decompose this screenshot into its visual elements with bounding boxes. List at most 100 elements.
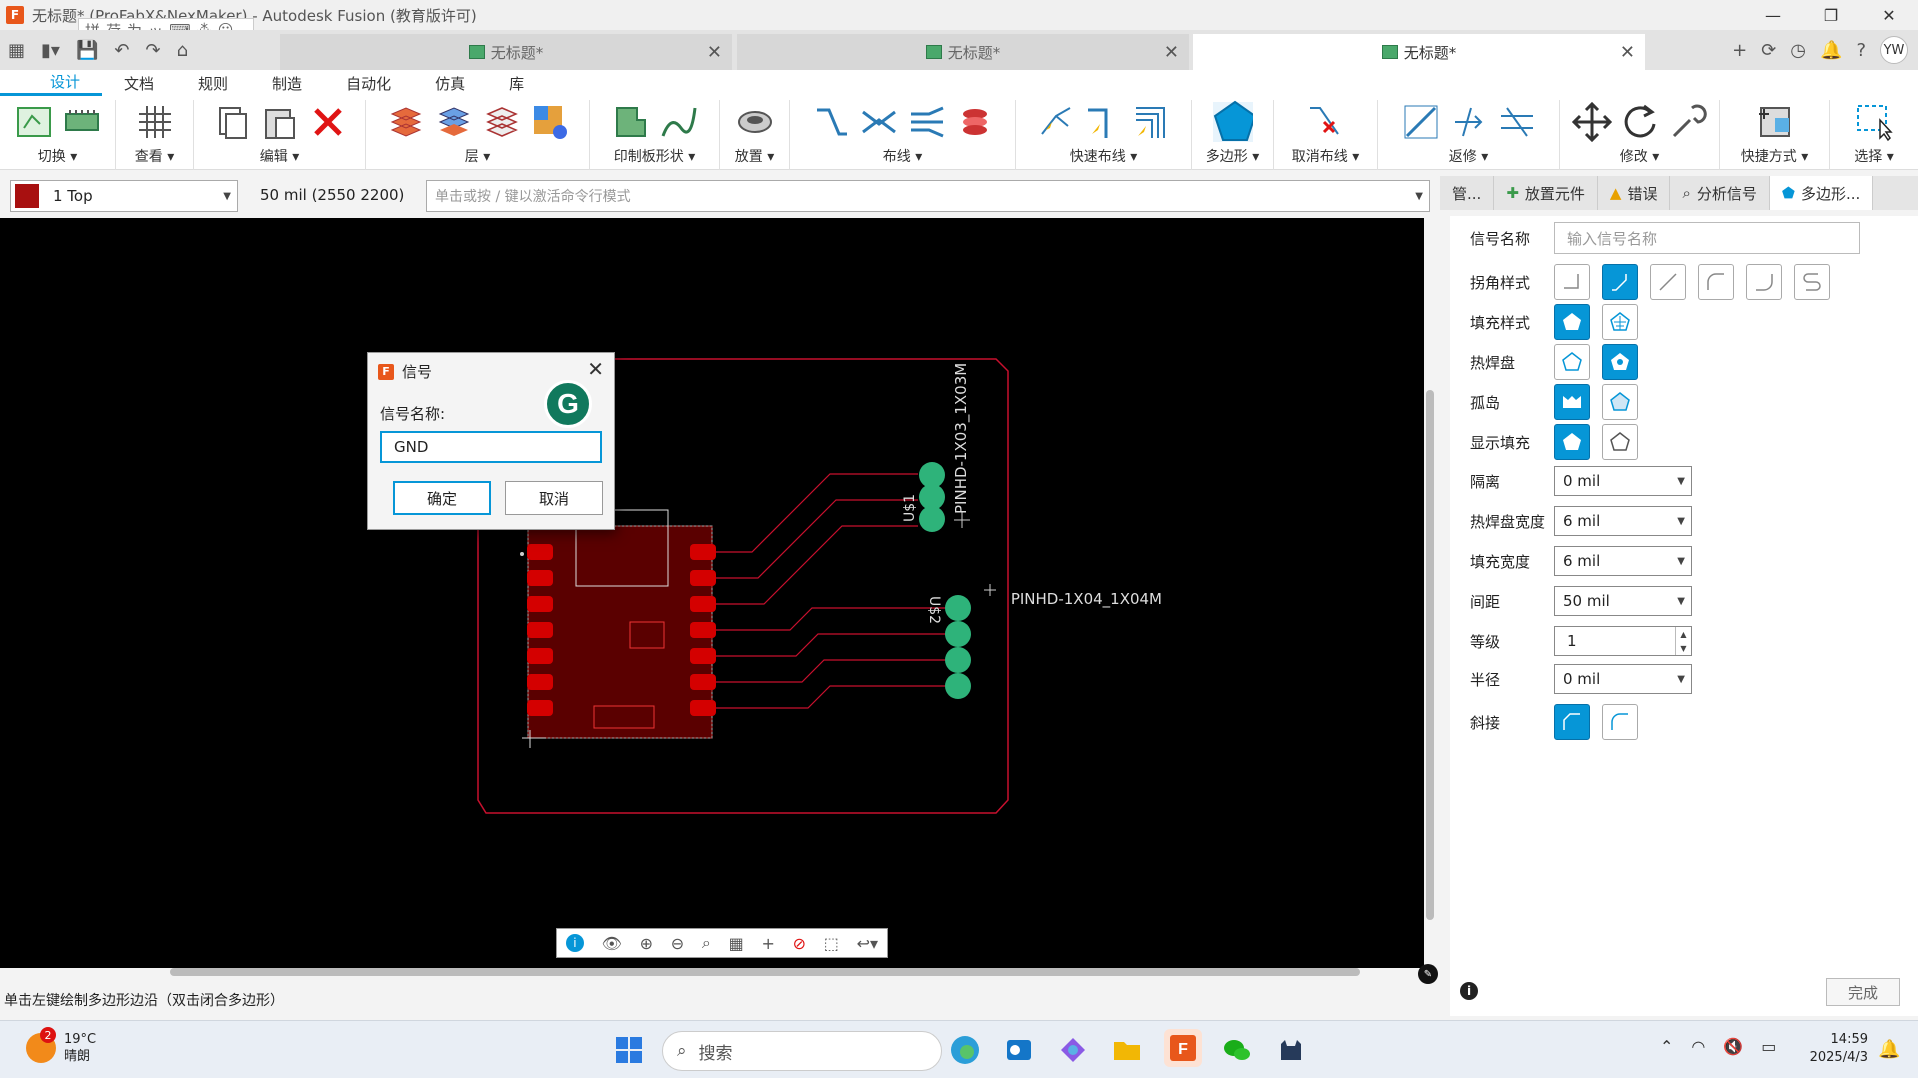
start-menu-icon[interactable] — [610, 1031, 648, 1069]
group-label[interactable]: 快速布线 ▾ — [1069, 149, 1138, 165]
rank-stepper[interactable]: 1▲▼ — [1554, 626, 1692, 656]
done-button[interactable]: 完成 — [1826, 978, 1900, 1006]
bend-45-icon[interactable] — [1602, 264, 1638, 300]
quick-route-airwire-icon[interactable] — [1036, 102, 1076, 142]
bend-arc-icon[interactable] — [1698, 264, 1734, 300]
show-fill-on-icon[interactable] — [1554, 424, 1590, 460]
edit-badge-icon[interactable]: ✎ — [1418, 964, 1438, 984]
history-icon[interactable]: ◷ — [1790, 39, 1807, 61]
thermal-width-select[interactable]: 6 mil▼ — [1554, 506, 1692, 536]
help-icon[interactable]: ? — [1856, 39, 1866, 61]
layer-blue-icon[interactable] — [434, 102, 474, 142]
route-manual-icon[interactable] — [811, 102, 851, 142]
document-tab-2[interactable]: 无标题* ✕ — [737, 34, 1189, 70]
quick-route-signal-icon[interactable] — [1084, 102, 1124, 142]
thermals-off-icon[interactable] — [1554, 344, 1590, 380]
chevron-up-icon[interactable]: ▲ — [1680, 629, 1687, 639]
group-label[interactable]: 查看 ▾ — [134, 149, 175, 165]
chevron-down-icon[interactable]: ▼ — [1415, 190, 1423, 202]
close-tab-icon[interactable]: ✕ — [706, 41, 722, 63]
layer-red-icon[interactable] — [386, 102, 426, 142]
signal-name-field[interactable]: 输入信号名称 — [1554, 222, 1860, 254]
ripup-icon[interactable] — [1306, 102, 1346, 142]
quick-route-all-icon[interactable] — [1132, 102, 1172, 142]
route-multi-icon[interactable] — [907, 102, 947, 142]
pcb-canvas[interactable]: PINHD-1X03_1X03M U$1 PINHD-1X04_1X04M U$… — [0, 218, 1424, 968]
weather-widget[interactable]: 2 19°C 晴朗 — [26, 1027, 96, 1065]
board-outline-icon[interactable] — [611, 102, 651, 142]
group-label[interactable]: 修改 ▾ — [1619, 149, 1660, 165]
info-icon[interactable]: i — [1460, 982, 1478, 1000]
paste-icon[interactable] — [260, 102, 300, 142]
fill-width-select[interactable]: 6 mil▼ — [1554, 546, 1692, 576]
delete-icon[interactable] — [308, 102, 348, 142]
show-fill-off-icon[interactable] — [1602, 424, 1638, 460]
ok-button[interactable]: 确定 — [393, 481, 491, 515]
wifi-icon[interactable]: ◠ — [1691, 1037, 1706, 1056]
wrench-icon[interactable] — [1668, 102, 1708, 142]
tab-rules[interactable]: 规则 — [198, 74, 229, 93]
board-switch-icon[interactable] — [62, 102, 102, 142]
edge-icon[interactable] — [946, 1031, 984, 1069]
redo-icon[interactable]: ↷ — [145, 39, 161, 61]
optimize-icon[interactable] — [1497, 102, 1537, 142]
undo-icon[interactable]: ↶ — [114, 39, 130, 61]
via-icon[interactable] — [735, 102, 775, 142]
zoom-fit-icon[interactable]: ⌕ — [701, 933, 711, 952]
chamfer-straight-icon[interactable] — [1554, 704, 1590, 740]
notification-bell-icon[interactable]: 🔔 — [1878, 1039, 1901, 1060]
thermals-on-icon[interactable] — [1602, 344, 1638, 380]
route-differential-icon[interactable] — [859, 102, 899, 142]
polygon-icon[interactable] — [1212, 100, 1253, 142]
orphans-on-icon[interactable] — [1554, 384, 1590, 420]
select-window-icon[interactable] — [1854, 102, 1894, 142]
volume-muted-icon[interactable]: 🔇 — [1723, 1037, 1744, 1056]
group-label[interactable]: 放置 ▾ — [734, 149, 775, 165]
close-tab-icon[interactable]: ✕ — [1619, 41, 1635, 63]
fill-hatch-icon[interactable] — [1602, 304, 1638, 340]
group-label[interactable]: 多边形 ▾ — [1205, 149, 1260, 165]
tab-simulation[interactable]: 仿真 — [435, 74, 466, 93]
layer-select[interactable]: 1 Top ▼ — [10, 180, 238, 212]
document-tab-3[interactable]: 无标题* ✕ — [1193, 34, 1645, 70]
move-icon[interactable] — [1571, 102, 1612, 142]
eye-icon[interactable]: 👁 — [601, 933, 622, 953]
schematic-switch-icon[interactable] — [14, 102, 54, 142]
signal-name-input[interactable]: GND — [380, 431, 602, 463]
minimize-button[interactable]: — — [1765, 5, 1781, 25]
fill-solid-icon[interactable] — [1554, 304, 1590, 340]
zoom-out-icon[interactable]: ⊖ — [670, 933, 685, 953]
cancel-button[interactable]: 取消 — [505, 481, 603, 515]
grid-toggle-icon[interactable]: ▦ — [728, 933, 744, 953]
layer-settings-icon[interactable] — [530, 102, 570, 142]
orphans-off-icon[interactable] — [1602, 384, 1638, 420]
new-tab-icon[interactable]: + — [1732, 39, 1748, 61]
sync-icon[interactable]: ⟳ — [1761, 39, 1777, 61]
copy-icon[interactable] — [212, 102, 252, 142]
layer-stack-icon[interactable] — [482, 102, 522, 142]
avatar[interactable]: YW — [1880, 36, 1908, 64]
isolate-select[interactable]: 0 mil▼ — [1554, 466, 1692, 496]
undo-menu-icon[interactable]: ↩▾ — [856, 933, 879, 953]
spacing-select[interactable]: 50 mil▼ — [1554, 586, 1692, 616]
close-tab-icon[interactable]: ✕ — [1163, 41, 1179, 63]
file-menu-icon[interactable]: ▮▾ — [41, 39, 60, 61]
horizontal-scrollbar[interactable] — [170, 968, 1360, 976]
group-label[interactable]: 切换 ▾ — [37, 149, 78, 165]
group-label[interactable]: 选择 ▾ — [1854, 149, 1894, 165]
file-explorer-icon[interactable] — [1108, 1031, 1146, 1069]
battery-icon[interactable]: ▭ — [1761, 1037, 1777, 1056]
save-icon[interactable]: 💾 — [75, 39, 99, 61]
tab-polygon[interactable]: ⬟多边形... — [1769, 176, 1874, 210]
copilot-icon[interactable] — [1054, 1031, 1092, 1069]
outlook-icon[interactable] — [1000, 1031, 1038, 1069]
crosshair-icon[interactable]: + — [761, 933, 775, 953]
group-label[interactable]: 编辑 ▾ — [259, 149, 300, 165]
stop-icon[interactable]: ⊘ — [792, 933, 807, 953]
wechat-icon[interactable] — [1218, 1031, 1256, 1069]
group-label[interactable]: 快捷方式 ▾ — [1740, 149, 1809, 165]
notification-icon[interactable]: 🔔 — [1820, 39, 1843, 61]
bend-90-icon[interactable] — [1554, 264, 1590, 300]
stepper-buttons[interactable]: ▲▼ — [1675, 627, 1691, 655]
clock[interactable]: 14:59 2025/4/3 — [1802, 1031, 1868, 1067]
